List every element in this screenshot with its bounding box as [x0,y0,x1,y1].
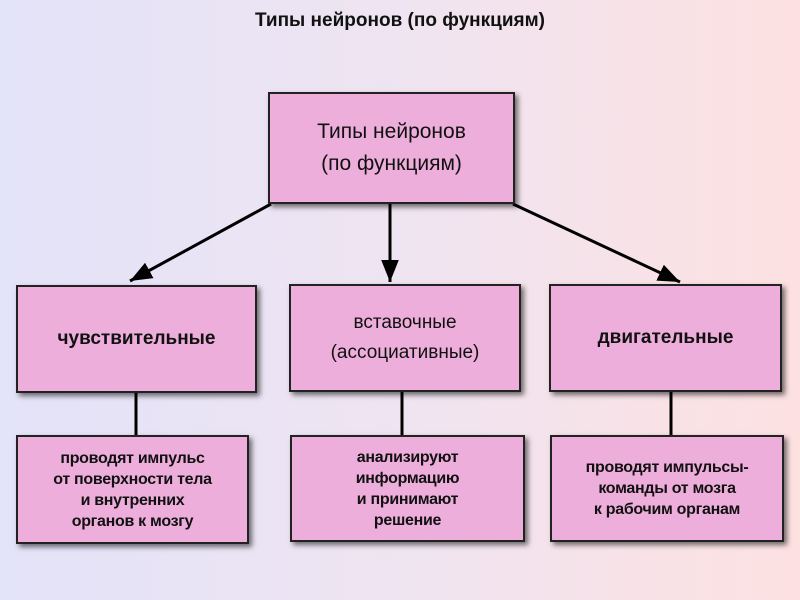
root-node: Типы нейронов (по функциям) [268,92,515,204]
node-sensory: чувствительные [16,285,257,393]
page-title: Типы нейронов (по функциям) [255,10,545,31]
arrow-to-motor [512,202,681,284]
description-interneuron: анализируют информацию и принимают решен… [290,435,525,542]
node-motor: двигательные [549,284,782,392]
arrow-to-sensory [129,202,272,283]
description-motor: проводят импульсы- команды от мозга к ра… [550,435,784,542]
description-sensory: проводят импульс от поверхности тела и в… [16,435,249,544]
node-interneuron: вставочные (ассоциативные) [289,284,521,392]
